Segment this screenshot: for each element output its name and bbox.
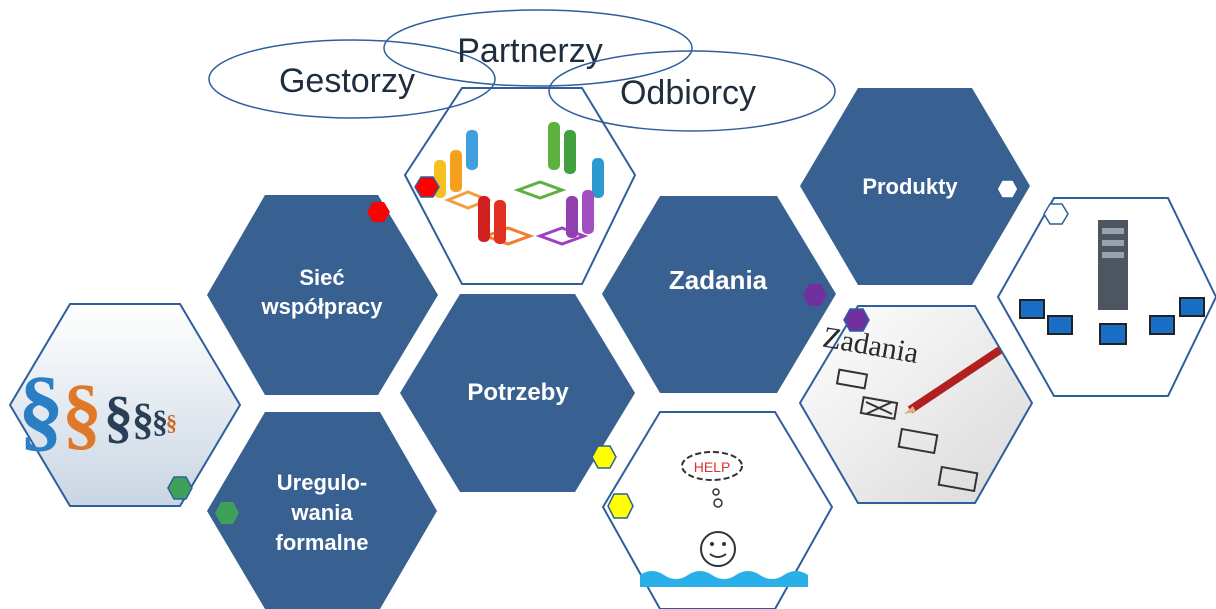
- oval-partnerzy-label: Partnerzy: [457, 32, 603, 70]
- oval-partnerzy: Partnerzy: [383, 9, 693, 87]
- hexagon-potrzeby-label: Potrzeby: [467, 379, 569, 406]
- green-connector-hexagon-2: [215, 502, 239, 524]
- svg-text:§: §: [152, 403, 168, 439]
- green-connector-hexagon: [167, 476, 193, 500]
- checklist-image-hexagon: Zadania: [798, 305, 1034, 504]
- oval-gestorzy-label: Gestorzy: [279, 62, 415, 100]
- red-connector-hexagon: [414, 176, 440, 198]
- hexagon-uregulowania-line2: wania: [290, 500, 353, 525]
- server-network-icon: [1019, 220, 1205, 345]
- hexagon-zadania: Zadania: [602, 196, 836, 393]
- white-connector-hexagon-2: [1043, 203, 1069, 225]
- svg-text:§: §: [104, 384, 133, 449]
- hexagon-siec-line1: Sieć: [299, 265, 344, 290]
- white-connector-hexagon: [996, 179, 1019, 199]
- oval-odbiorcy-label: Odbiorcy: [620, 74, 756, 112]
- drowning-person-icon: HELP: [640, 451, 808, 587]
- people-network-icon: [434, 122, 604, 246]
- law-image-hexagon: § § § § § §: [8, 303, 242, 507]
- svg-text:§: §: [166, 410, 177, 435]
- hexagon-uregulowania-line3: formalne: [276, 530, 369, 555]
- yellow-connector-hexagon: [591, 445, 617, 469]
- help-image-hexagon: HELP: [601, 411, 834, 609]
- help-bubble-text: HELP: [694, 459, 731, 475]
- people-network-image-hexagon: [403, 87, 637, 285]
- hexagon-siec-line2: współpracy: [260, 294, 383, 319]
- hexagon-zadania-label: Zadania: [669, 265, 768, 295]
- purple-connector-hexagon: [803, 284, 827, 306]
- red-connector-hexagon-2: [367, 202, 390, 222]
- yellow-connector-hexagon-2: [607, 493, 634, 519]
- svg-text:§: §: [62, 370, 102, 458]
- svg-text:§: §: [132, 395, 154, 444]
- svg-text:§: §: [18, 358, 64, 460]
- oval-gestorzy: Gestorzy: [208, 39, 496, 119]
- paragraph-symbols-icon: § § § § § §: [18, 358, 177, 460]
- hexagon-potrzeby: Potrzeby: [400, 294, 635, 492]
- purple-connector-hexagon-2: [843, 308, 870, 332]
- connector-markers: [167, 176, 1069, 524]
- hexagon-uregulowania-line1: Uregulo-: [277, 470, 367, 495]
- hexagon-siec-wspolpracy: Sieć współpracy: [207, 195, 438, 395]
- computer-network-image-hexagon: [996, 197, 1216, 397]
- oval-odbiorcy: Odbiorcy: [548, 50, 836, 132]
- hexagon-produkty-label: Produkty: [862, 174, 958, 199]
- hexagon-produkty: Produkty: [800, 88, 1030, 285]
- hexagon-uregulowania-formalne: Uregulo- wania formalne: [207, 412, 437, 609]
